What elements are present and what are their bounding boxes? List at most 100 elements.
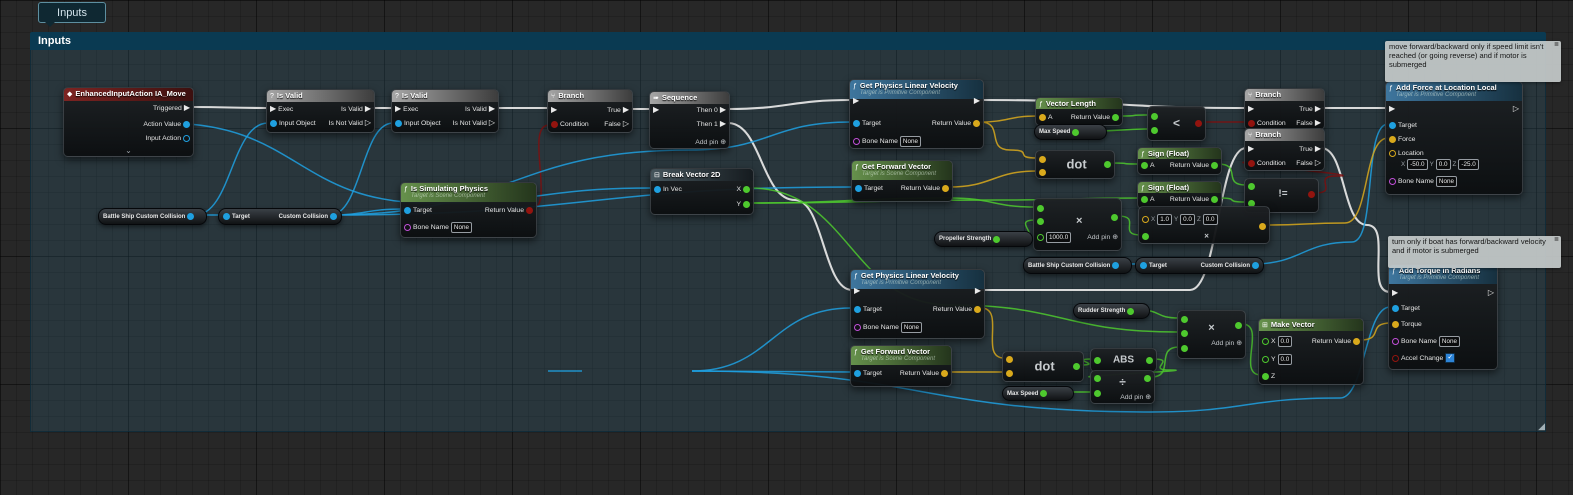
multiply-node-2[interactable]: ×Add pin⊕ [1177, 310, 1246, 359]
max-speed-pin[interactable]: Max Speed [1007, 390, 1048, 397]
input-object-pin[interactable]: Input Object [395, 119, 441, 127]
target-pin[interactable]: Target [1389, 121, 1417, 129]
value-field[interactable]: None [899, 135, 921, 147]
chevron-down-icon[interactable]: ⌄ [125, 146, 132, 155]
float-pin[interactable] [1151, 126, 1158, 134]
exec-pin[interactable]: ▶ [653, 106, 659, 114]
value-field[interactable]: 1000.0 [1046, 231, 1072, 243]
variable-battle-ship-custom-collision-2[interactable]: Battle Ship Custom Collision [1023, 257, 1132, 274]
rudder-strength-pin[interactable]: Rudder Strength [1078, 307, 1135, 315]
float-pin[interactable] [1094, 374, 1101, 382]
add-pin-button[interactable]: Add pin⊕ [1087, 233, 1118, 242]
variable-target-custom-collision-1[interactable]: Target Custom Collision [218, 208, 342, 225]
true-pin[interactable]: True▶ [607, 106, 629, 114]
exec-pin[interactable]: ▶ [1392, 289, 1398, 297]
exec-pin[interactable]: ▷ [1513, 105, 1519, 113]
float-pin[interactable] [1037, 217, 1044, 225]
condition-pin[interactable]: Condition [551, 120, 589, 128]
variable-rudder-strength[interactable]: Rudder Strength [1073, 303, 1150, 319]
torque-pin[interactable]: Torque [1392, 320, 1422, 328]
return-value-pin[interactable]: Return Value [933, 305, 981, 313]
false-pin[interactable]: False▶ [1296, 119, 1321, 127]
input-action-pin[interactable]: Input Action [145, 134, 190, 142]
propeller-strength-pin[interactable]: Propeller Strength [939, 235, 1001, 243]
target-pin[interactable]: Target [855, 184, 883, 192]
vec-pin[interactable] [1006, 369, 1013, 377]
less-than-node[interactable]: < [1147, 106, 1206, 141]
force-pin[interactable]: Force [1389, 135, 1415, 143]
z-pin[interactable]: Z [1262, 372, 1275, 380]
x-pin[interactable]: X [736, 185, 750, 193]
comment-group-header[interactable]: Inputs [30, 32, 1546, 50]
float-pin[interactable] [1151, 112, 1158, 120]
battle-ship-custom-collision-pin[interactable]: Battle Ship Custom Collision [1028, 262, 1120, 269]
a-pin[interactable]: A [1141, 195, 1155, 203]
comment-resize-handle[interactable]: ◢ [1538, 421, 1545, 431]
condition-pin[interactable]: Condition [1248, 119, 1286, 127]
input-object-pin[interactable]: Input Object [270, 119, 316, 127]
return-value-pin[interactable]: Return Value [485, 206, 533, 214]
variable-max-speed-1[interactable]: Max Speed [1034, 124, 1107, 140]
is-not-valid-pin[interactable]: Is Not Valid▷ [329, 119, 371, 127]
value-field[interactable]: 0.0 [1435, 158, 1451, 170]
value-field[interactable]: 0.0 [1277, 353, 1293, 365]
target-pin[interactable]: Target [1140, 262, 1167, 269]
value-field[interactable]: -25.0 [1458, 158, 1479, 170]
divide-node[interactable]: ÷Add pin⊕ [1090, 370, 1155, 404]
target-pin[interactable]: Target [223, 213, 250, 220]
value-field[interactable]: None [1435, 175, 1457, 187]
vec-pin[interactable] [1259, 222, 1266, 230]
return-value-pin[interactable]: Return Value [1071, 113, 1119, 121]
variable-battle-ship-custom-collision-1[interactable]: Battle Ship Custom Collision [98, 208, 207, 225]
exec-pin[interactable]: ▶ [975, 287, 981, 295]
target-pin[interactable]: Target [1392, 304, 1420, 312]
float-pin[interactable] [1146, 356, 1153, 364]
custom-collision-pin[interactable]: Custom Collision [279, 213, 337, 220]
return-value-pin[interactable]: Return Value [901, 184, 949, 192]
exec-pin[interactable]: ▶ [551, 106, 557, 114]
float-pin[interactable] [1181, 344, 1188, 352]
custom-collision-pin[interactable]: Custom Collision [1201, 262, 1259, 269]
value-field[interactable]: None [1438, 335, 1460, 347]
add-pin-button[interactable]: Add pin⊕ [1120, 393, 1151, 402]
dot-product-node-2[interactable]: dot [1002, 351, 1084, 382]
vec-pin[interactable] [1039, 168, 1046, 176]
return-value-pin[interactable]: Return Value [1312, 337, 1360, 345]
y-pin[interactable]: Y [736, 200, 750, 208]
exec-pin[interactable]: ▶ [1248, 105, 1254, 113]
return-value-pin[interactable]: Return Value [1170, 195, 1218, 203]
abs-node[interactable]: ABS [1090, 348, 1157, 372]
false-pin[interactable]: False▷ [604, 120, 629, 128]
exec-pin[interactable]: ▶Exec [395, 105, 418, 113]
return-value-pin[interactable]: Return Value [900, 369, 948, 377]
float-pin[interactable] [1142, 232, 1149, 240]
float-pin[interactable] [1094, 356, 1101, 364]
a-pin[interactable]: A [1039, 113, 1053, 121]
float-pin[interactable] [1181, 329, 1188, 337]
true-pin[interactable]: True▶ [1299, 105, 1321, 113]
float-pin[interactable]: 1000.0 [1037, 231, 1072, 243]
bool-pin[interactable] [1195, 119, 1202, 127]
variable-target-custom-collision-2[interactable]: Target Custom Collision [1135, 257, 1264, 274]
false-pin[interactable]: False▷ [1296, 159, 1321, 167]
is-valid-pin[interactable]: Is Valid▶ [465, 105, 495, 113]
float-pin[interactable] [1144, 374, 1151, 382]
exec-pin[interactable]: ▶ [1248, 145, 1254, 153]
triggered-pin[interactable]: Triggered▶ [153, 104, 190, 112]
